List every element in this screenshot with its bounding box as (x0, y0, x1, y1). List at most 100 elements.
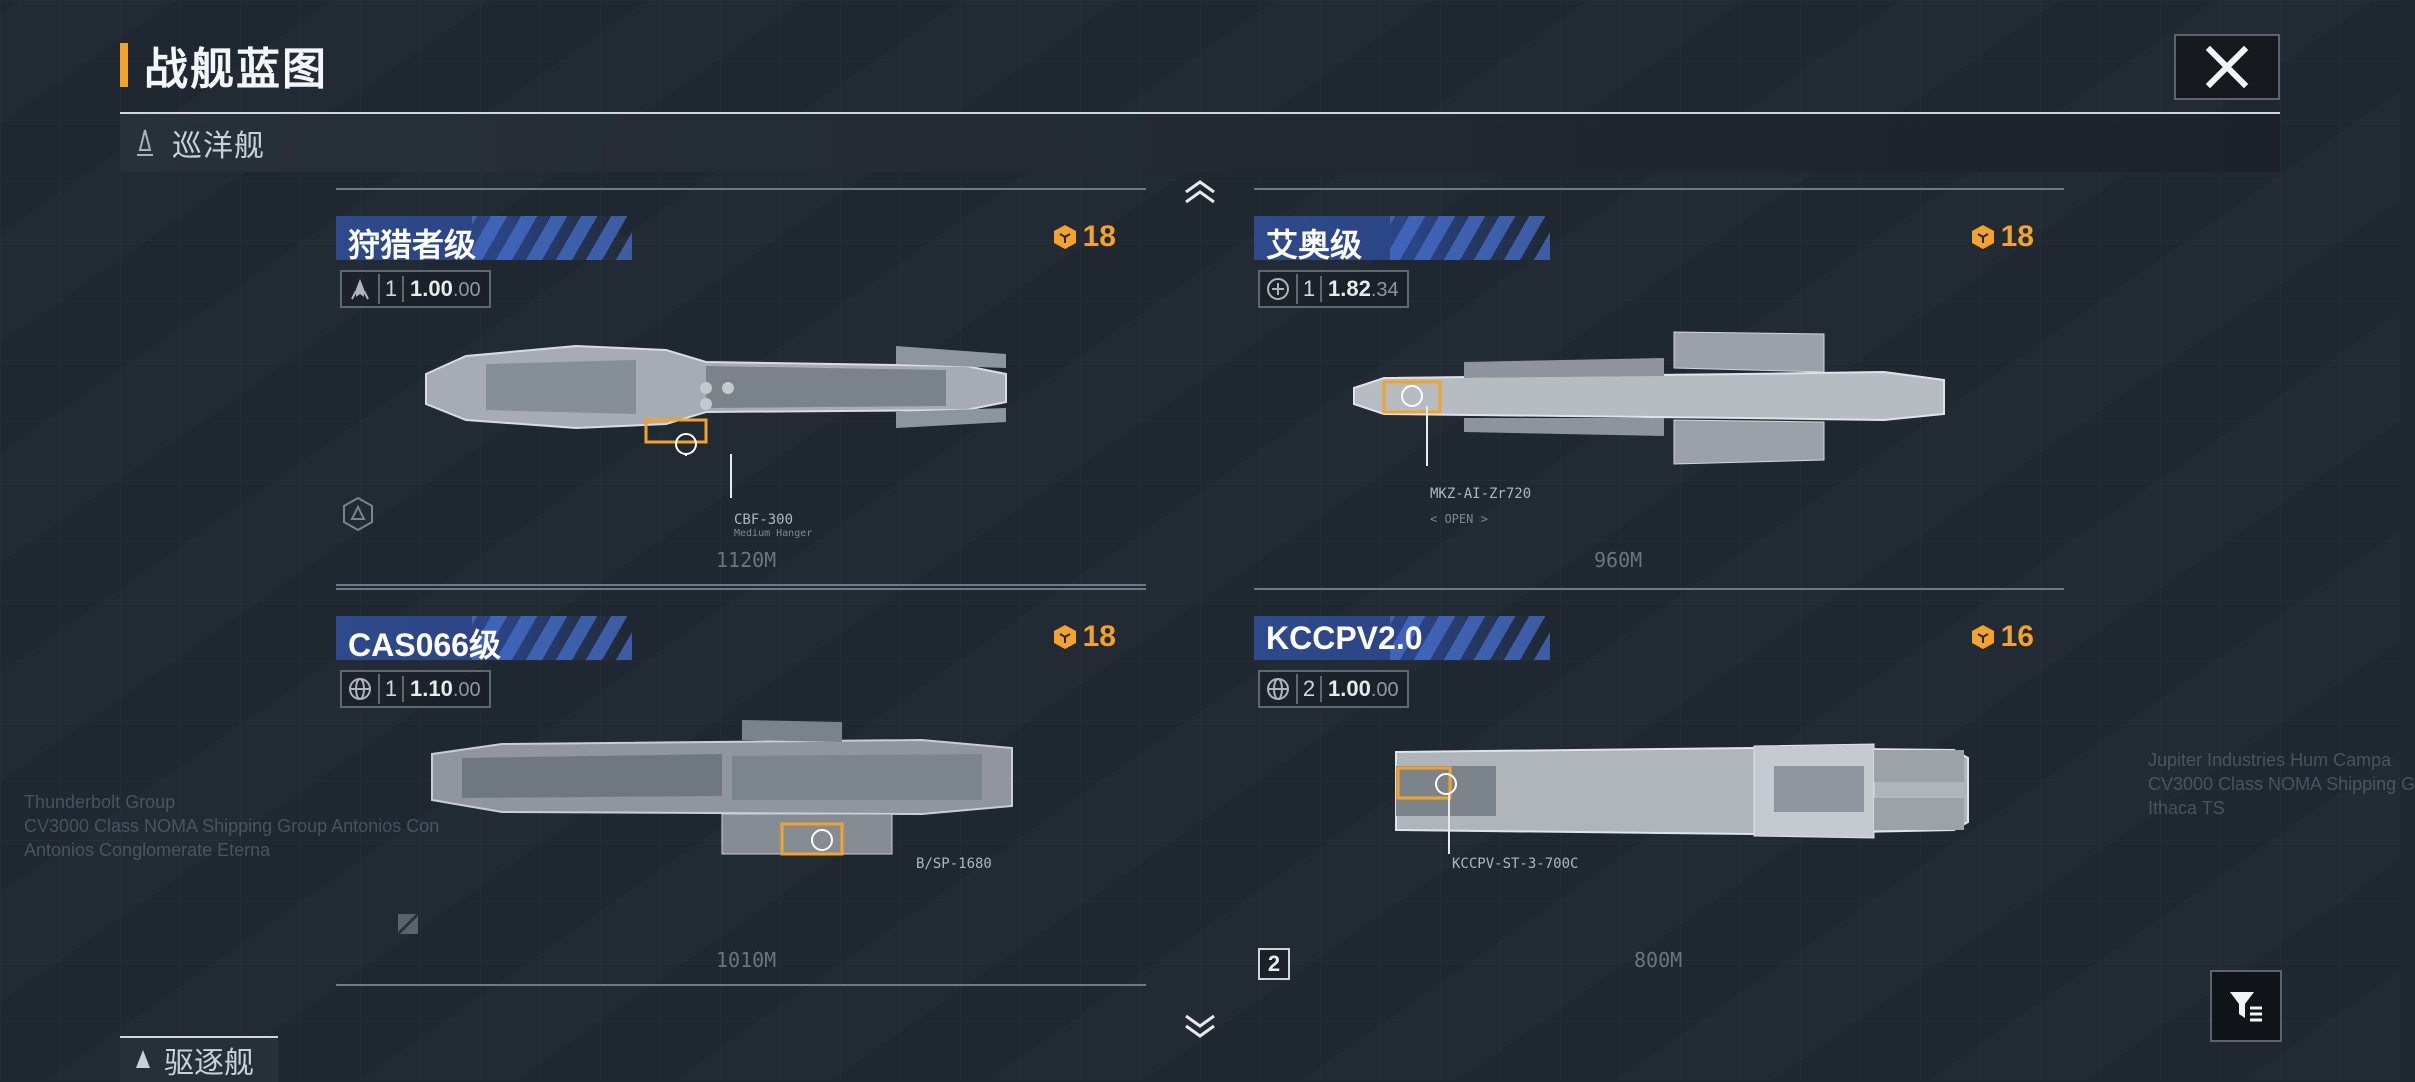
category-header[interactable]: 巡洋舰 (120, 112, 2280, 172)
next-category-header[interactable]: 驱逐舰 (120, 1036, 278, 1082)
ship-name-plate: 艾奥级 (1254, 216, 1550, 263)
deco-line: Thunderbolt Group (24, 792, 176, 812)
ship-stat-value: 1.00.00 (1322, 676, 1407, 702)
callout-line (1426, 406, 1428, 466)
stripe-pattern (1390, 216, 1550, 260)
callout-label: CBF-300 (734, 512, 794, 528)
stat-main: 1.00 (1328, 676, 1371, 701)
ship-rating: 18 (1051, 220, 1116, 254)
ship-name-plate: 狩猎者级 (336, 216, 632, 263)
ship-tier: 2 (1298, 676, 1322, 702)
card-frame (336, 588, 1146, 590)
card-divider (336, 584, 1146, 586)
ship-name: KCCPV2.0 (1266, 620, 1423, 656)
shield-icon (396, 912, 420, 936)
weapon-callout: B/SP-1680 (916, 856, 992, 872)
filter-button[interactable] (2210, 970, 2282, 1042)
deco-line: Antonios Conglomerate Eterna (24, 840, 271, 860)
background-text-right: Jupiter Industries Hum Campa CV3000 Clas… (2148, 748, 2415, 820)
ship-tier: 1 (380, 276, 404, 302)
background-text-left: Thunderbolt Group CV3000 Class NOMA Ship… (24, 790, 439, 862)
scroll-up-icon[interactable] (1180, 176, 1220, 206)
stripe-pattern (472, 616, 632, 660)
destroyer-class-icon (136, 1050, 150, 1068)
callout-sublabel: Medium Hanger (734, 528, 813, 539)
ship-blueprint-image (425, 344, 1007, 456)
callout-label: MKZ-AI-Zr720 (1430, 486, 1532, 502)
stat-main: 1.00 (410, 276, 453, 301)
ship-length: 1120M (716, 548, 777, 572)
rating-value: 16 (2000, 620, 2034, 653)
callout-sublabel: < OPEN > (1430, 512, 1488, 526)
cruiser-class-icon (137, 129, 153, 156)
rocket-icon (342, 274, 380, 304)
weapon-callout: KCCPV-ST-3-700C (1452, 856, 1578, 872)
globe-icon (1260, 674, 1298, 704)
ship-name-plate: KCCPV2.0 (1254, 616, 1550, 660)
deco-line: CV3000 Class NOMA Shipping Group Antonio… (24, 816, 440, 836)
callout-label: B/SP-1680 (916, 856, 992, 872)
hexagon-icon (343, 496, 373, 532)
ship-stat-value: 1.00.00 (404, 276, 489, 302)
deco-line: CV3000 Class NOMA Shipping G (2148, 774, 2415, 794)
rating-value: 18 (1082, 220, 1116, 253)
ship-stats: 1 1.10.00 (340, 670, 491, 708)
filter-icon (2230, 992, 2262, 1022)
stat-sub: .00 (1370, 679, 1399, 701)
callout-label: KCCPV-ST-3-700C (1452, 856, 1579, 872)
corner-badge: 2 (1258, 948, 1290, 980)
stat-main: 1.10 (410, 676, 453, 701)
deco-line: Ithaca TS (2148, 798, 2225, 818)
ship-stat-value: 1.10.00 (404, 676, 489, 702)
rating-value: 18 (2000, 220, 2034, 253)
ship-stats: 2 1.00.00 (1258, 670, 1409, 708)
ship-name: CAS066级 (348, 627, 501, 663)
stripe-pattern (472, 216, 632, 260)
rating-icon (1053, 625, 1076, 649)
rating-value: 18 (1082, 620, 1116, 653)
stat-sub: .34 (1370, 279, 1399, 301)
ship-blueprint-image (1395, 743, 1969, 839)
ship-rating: 16 (1969, 620, 2034, 654)
close-button[interactable] (2174, 34, 2280, 100)
ship-blueprint-image (431, 720, 1013, 856)
ship-card-cas066[interactable]: CAS066级 18 1 1.10.00 B/SP-1680 1010M (336, 578, 1146, 972)
globe-icon (342, 674, 380, 704)
ship-card-hunter[interactable]: 狩猎者级 18 1 1.00.00 CBF-300 Medium Hanger … (336, 178, 1146, 572)
category-label: 巡洋舰 (172, 130, 265, 163)
ship-length: 960M (1594, 548, 1643, 572)
deco-line: Jupiter Industries Hum Campa (2148, 750, 2392, 770)
ship-length: 800M (1634, 948, 1683, 972)
stat-sub: .00 (452, 679, 481, 701)
page-title: 战舰蓝图 (144, 45, 328, 94)
ship-card-kccpv[interactable]: KCCPV2.0 16 2 1.00.00 KCCPV-ST-3-700C 80… (1254, 578, 2064, 980)
faction-emblem-icon (1260, 274, 1298, 304)
ship-name: 艾奥级 (1266, 227, 1363, 263)
rating-icon (1971, 225, 1994, 249)
scroll-down-icon[interactable] (1180, 1012, 1220, 1042)
stat-sub: .00 (452, 279, 481, 301)
next-category-label: 驱逐舰 (164, 1047, 254, 1080)
rating-icon (1971, 625, 1994, 649)
ship-rating: 18 (1051, 620, 1116, 654)
stat-main: 1.82 (1328, 276, 1371, 301)
title-accent-bar (120, 43, 128, 87)
weapon-callout: MKZ-AI-Zr720 < OPEN > (1430, 486, 1531, 526)
weapon-callout: CBF-300 Medium Hanger (734, 512, 812, 539)
callout-line (730, 454, 732, 498)
ship-card-io[interactable]: 艾奥级 18 1 1.82.34 MKZ-AI-Zr720 < OPEN > 9… (1254, 178, 2064, 572)
ship-tier: 1 (1298, 276, 1322, 302)
card-frame (1254, 588, 2064, 590)
ship-name-plate: CAS066级 (336, 616, 632, 663)
close-icon (2205, 45, 2249, 89)
ship-stats: 1 1.82.34 (1258, 270, 1409, 308)
stripe-pattern (1390, 616, 1550, 660)
card-frame (336, 188, 1146, 190)
ship-tier: 1 (380, 676, 404, 702)
card-divider (336, 984, 1146, 986)
ship-length: 1010M (716, 948, 777, 972)
card-frame (1254, 188, 2064, 190)
ship-rating: 18 (1969, 220, 2034, 254)
